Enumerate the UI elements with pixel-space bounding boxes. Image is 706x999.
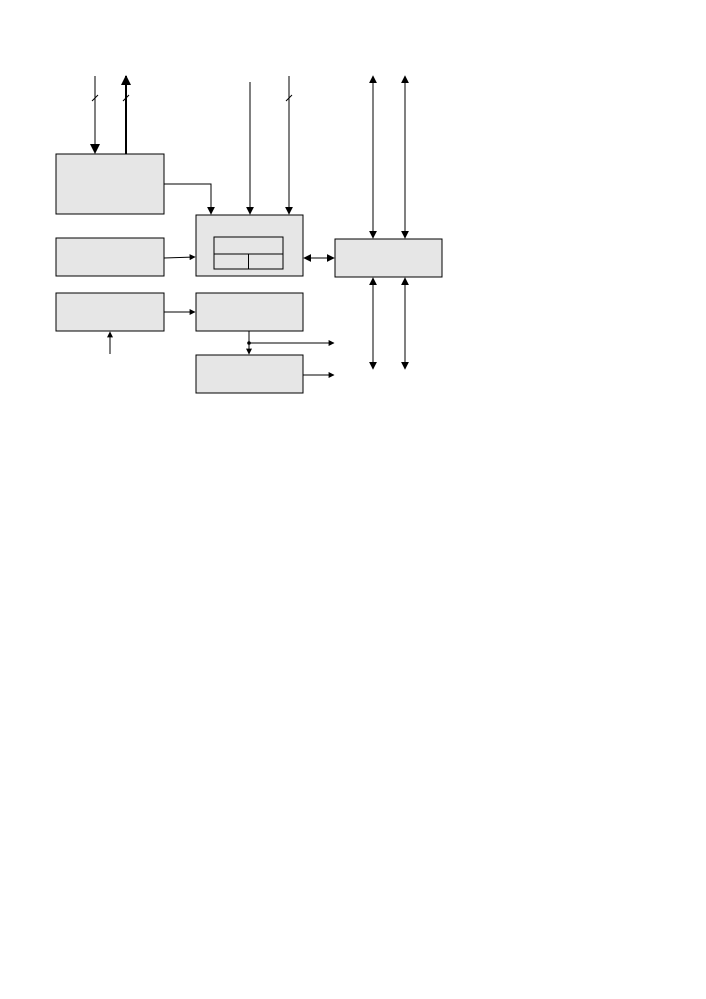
block-top-left xyxy=(55,153,165,215)
bus-tick xyxy=(122,94,130,102)
block-center-lower xyxy=(195,292,304,332)
block-right xyxy=(334,238,443,278)
bus-tick xyxy=(285,94,293,102)
line-mid-left-to-center xyxy=(163,254,196,261)
line-top-left-to-center xyxy=(164,183,215,215)
block-bottom-left xyxy=(55,292,165,332)
block-mid-left xyxy=(55,237,165,277)
block-bottom-center xyxy=(195,354,304,394)
bus-tick xyxy=(91,94,99,102)
